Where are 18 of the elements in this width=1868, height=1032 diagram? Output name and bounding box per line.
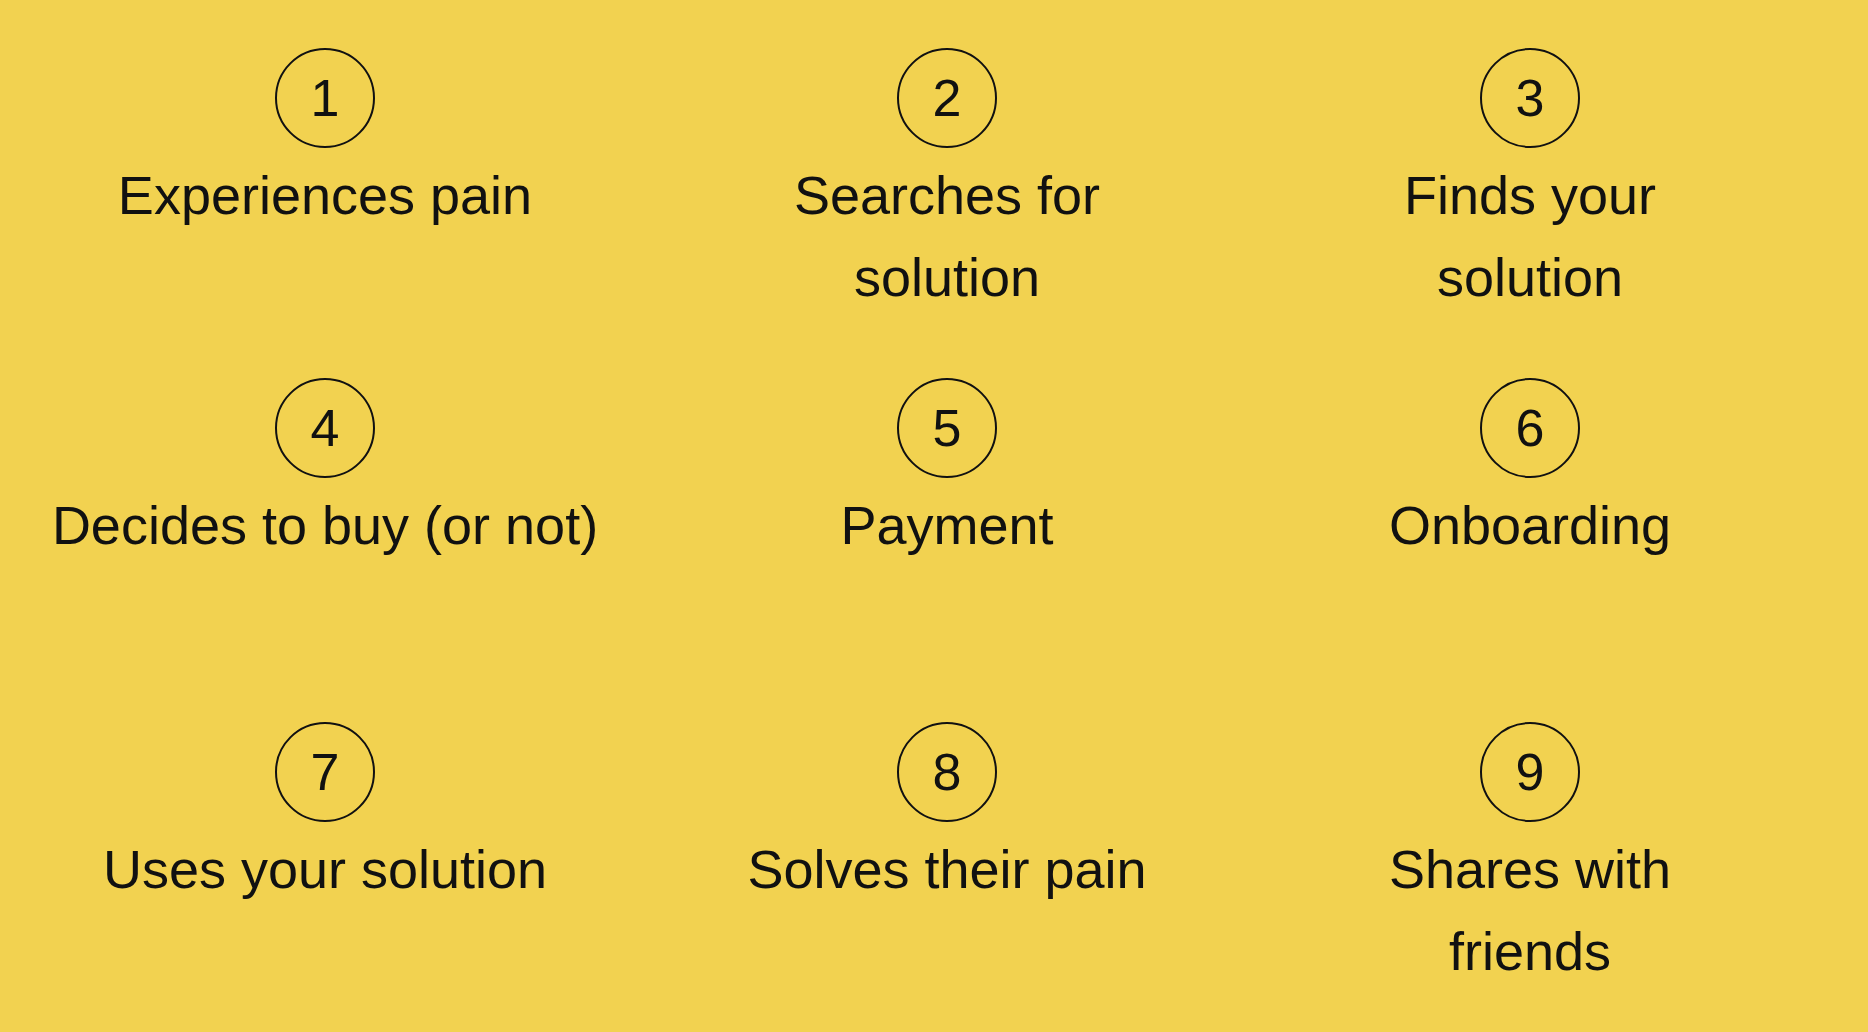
step-label: Onboarding [1388, 494, 1672, 557]
step-number-circle: 1 [275, 48, 375, 148]
step-number-circle: 4 [275, 378, 375, 478]
step-label: Payment [840, 494, 1054, 557]
step-label: Shares with friends [1387, 838, 1673, 983]
step-number-circle: 7 [275, 722, 375, 822]
step-label: Finds your solution [1402, 164, 1658, 309]
step-label: Decides to buy (or not) [51, 494, 599, 557]
step-label: Searches for solution [792, 164, 1102, 309]
step-label: Solves their pain [747, 838, 1147, 901]
step-number-circle: 3 [1480, 48, 1580, 148]
step-number-circle: 9 [1480, 722, 1580, 822]
step-label: Uses your solution [102, 838, 548, 901]
step-number-circle: 2 [897, 48, 997, 148]
step-number-circle: 6 [1480, 378, 1580, 478]
step-label: Experiences pain [117, 164, 533, 227]
step-number-circle: 5 [897, 378, 997, 478]
step-number-circle: 8 [897, 722, 997, 822]
